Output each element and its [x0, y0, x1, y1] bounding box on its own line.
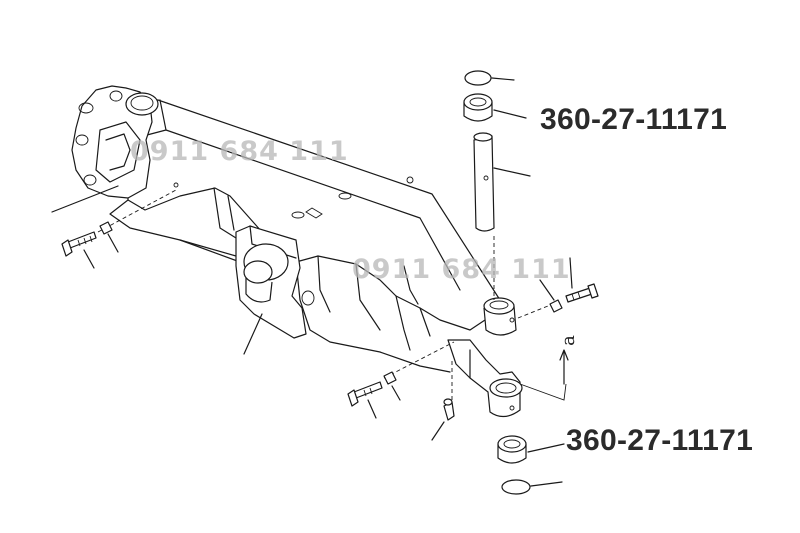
view-arrow — [519, 349, 569, 401]
right-bolt — [517, 257, 599, 319]
left-nut — [99, 221, 119, 253]
lower-needle-bearing — [497, 435, 565, 464]
upper-bearing-part-number: 360-27-11171 — [540, 103, 728, 136]
king-pin-assembly — [473, 132, 531, 336]
center-bolt — [347, 341, 455, 419]
center-nut — [383, 371, 401, 401]
grease-fitting — [431, 360, 455, 441]
upper-thrust-washer — [464, 70, 515, 86]
lower-bearing-part-number: 360-27-11171 — [566, 424, 754, 457]
left-bolt — [61, 189, 177, 269]
left-hub-casting — [51, 85, 159, 213]
lower-knuckle-boss — [447, 339, 523, 418]
view-label: a — [557, 335, 579, 346]
upper-needle-bearing — [463, 93, 527, 122]
phone-watermark: 0911 684 111 — [130, 136, 349, 167]
phone-watermark: 0911 684 111 — [352, 254, 571, 285]
center-mount-block — [235, 225, 307, 355]
right-nut — [539, 279, 563, 313]
lower-thrust-washer — [501, 479, 563, 495]
